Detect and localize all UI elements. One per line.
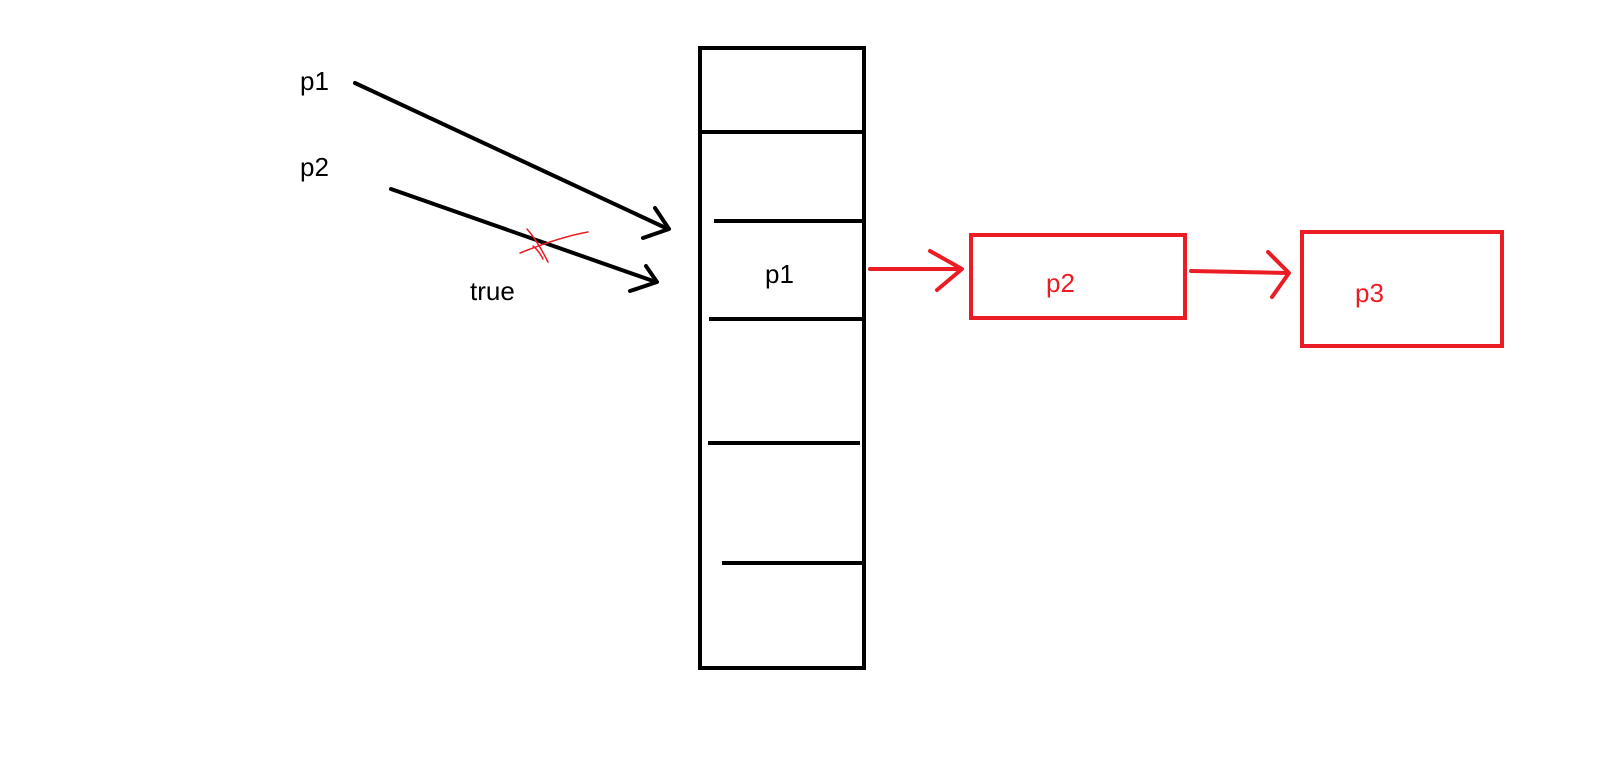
arrow-bucket-to-node-p2 bbox=[868, 249, 964, 292]
arrow-node-p2-to-node-p3 bbox=[1189, 250, 1291, 299]
array-outline bbox=[698, 46, 866, 670]
cross-mark-icon bbox=[519, 228, 589, 263]
condition-label-true: true bbox=[470, 276, 515, 306]
array-column bbox=[698, 46, 866, 670]
bucket-entry-label: p1 bbox=[765, 259, 794, 289]
chain-node-p2 bbox=[969, 233, 1187, 320]
pointer-label-p2: p2 bbox=[300, 152, 329, 182]
chain-node-p3 bbox=[1300, 230, 1504, 348]
arrow-p1-to-bucket bbox=[353, 81, 671, 240]
chain-node-p3-label: p3 bbox=[1355, 278, 1384, 308]
chain-node-p2-label: p2 bbox=[1046, 268, 1075, 298]
pointer-label-p1: p1 bbox=[300, 66, 329, 96]
arrow-p2-to-bucket bbox=[389, 187, 659, 293]
